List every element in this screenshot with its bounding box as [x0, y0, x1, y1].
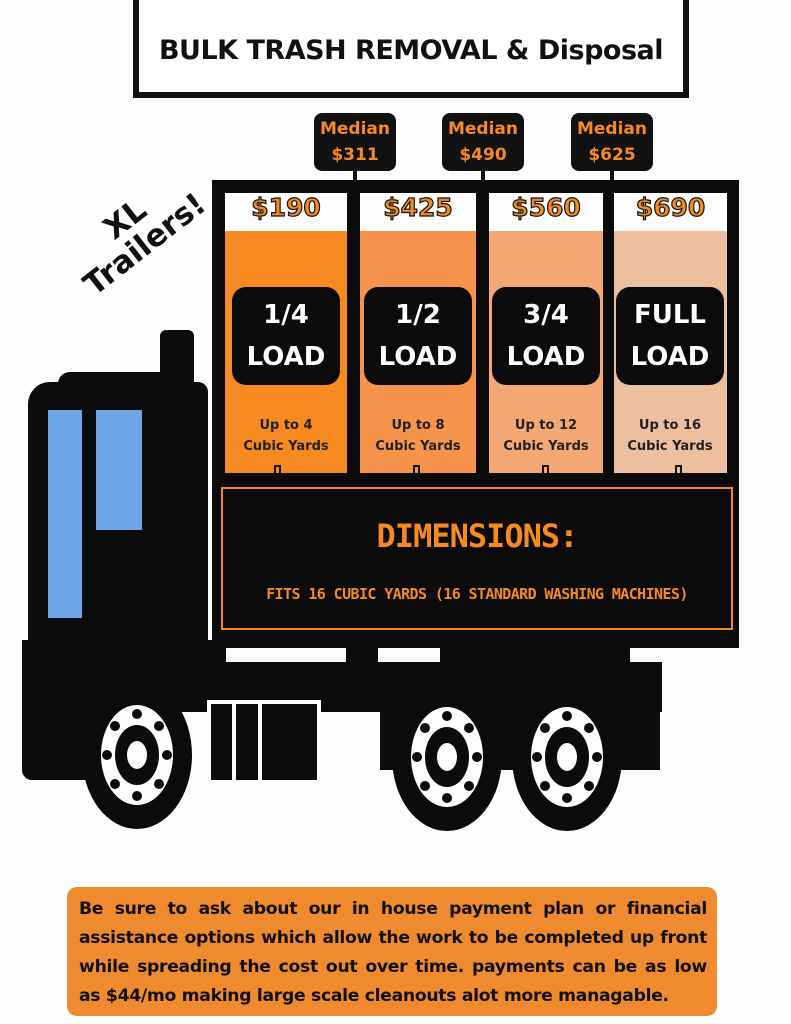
median-tag-2: Median $490 — [442, 113, 524, 171]
chassis-gap — [630, 648, 670, 662]
price-cell-3: $560 — [489, 192, 603, 231]
median-stem — [481, 170, 485, 184]
dimensions-panel: DIMENSIONS: FITS 16 CUBIC YARDS (16 STAN… — [221, 487, 733, 630]
load-word: LOAD — [630, 342, 710, 372]
price-quarter-load: $190 — [251, 192, 322, 222]
price-half-load: $425 — [383, 192, 454, 222]
capacity-amount: Up to 12 — [514, 418, 578, 433]
capacity-three-quarter: Up to 12 Cubic Yards — [486, 415, 606, 457]
load-word: LOAD — [506, 342, 586, 372]
median-tag-1: Median $311 — [314, 113, 396, 171]
column-notch — [675, 465, 682, 474]
median-value: $625 — [588, 145, 636, 165]
title-banner: BULK TRASH REMOVAL & Disposal — [133, 0, 689, 98]
cab-roof — [58, 372, 178, 408]
rear-wheel-2 — [512, 683, 622, 831]
capacity-unit: Cubic Yards — [627, 439, 713, 454]
price-full-load: $690 — [635, 192, 706, 222]
median-value: $311 — [331, 145, 379, 165]
median-label: Median — [447, 119, 519, 139]
median-value: $490 — [459, 145, 507, 165]
load-fraction: 3/4 — [523, 300, 569, 330]
capacity-amount: Up to 4 — [259, 418, 313, 433]
capacity-amount: Up to 16 — [638, 418, 702, 433]
chassis-gap — [378, 648, 440, 662]
capacity-unit: Cubic Yards — [243, 439, 329, 454]
chassis-gap — [226, 648, 346, 662]
capacity-full: Up to 16 Cubic Yards — [610, 415, 730, 457]
cab-window-front — [48, 410, 82, 618]
median-label: Median — [319, 119, 391, 139]
load-badge-three-quarter: 3/4 LOAD — [492, 287, 600, 385]
load-word: LOAD — [246, 342, 326, 372]
tank-line — [232, 704, 236, 780]
price-three-quarter-load: $560 — [511, 192, 582, 222]
column-notch — [413, 465, 420, 474]
load-badge-full: FULL LOAD — [616, 287, 724, 385]
column-notch — [274, 465, 281, 474]
xl-trailers-badge: XL Trailers! — [76, 186, 213, 304]
front-wheel — [82, 681, 192, 829]
dimensions-title: DIMENSIONS: — [376, 517, 579, 555]
price-cell-4: $690 — [614, 192, 727, 231]
median-label: Median — [576, 119, 648, 139]
median-tag-3: Median $625 — [571, 113, 653, 171]
capacity-amount: Up to 8 — [391, 418, 445, 433]
load-word: LOAD — [378, 342, 458, 372]
median-stem — [353, 170, 357, 184]
front-bumper — [22, 700, 92, 780]
load-badge-quarter: 1/4 LOAD — [232, 287, 340, 385]
median-stem — [610, 170, 614, 184]
load-fraction: 1/2 — [395, 300, 441, 330]
load-badge-half: 1/2 LOAD — [364, 287, 472, 385]
payment-plan-text: Be sure to ask about our in house paymen… — [79, 899, 707, 1006]
page-title: BULK TRASH REMOVAL & Disposal — [158, 34, 664, 66]
dimensions-subtitle: FITS 16 CUBIC YARDS (16 STANDARD WASHING… — [266, 585, 688, 603]
payment-plan-note: Be sure to ask about our in house paymen… — [67, 887, 717, 1016]
cab-window-side — [96, 410, 142, 530]
price-cell-2: $425 — [360, 192, 476, 231]
load-fraction: FULL — [633, 300, 706, 330]
price-cell-1: $190 — [225, 192, 347, 231]
capacity-unit: Cubic Yards — [375, 439, 461, 454]
capacity-quarter: Up to 4 Cubic Yards — [226, 415, 346, 457]
rear-wheel-1 — [392, 683, 502, 831]
capacity-unit: Cubic Yards — [503, 439, 589, 454]
capacity-half: Up to 8 Cubic Yards — [358, 415, 478, 457]
tank-line — [258, 704, 262, 780]
fuel-tank — [207, 700, 321, 784]
load-fraction: 1/4 — [263, 300, 309, 330]
column-notch — [542, 465, 549, 474]
